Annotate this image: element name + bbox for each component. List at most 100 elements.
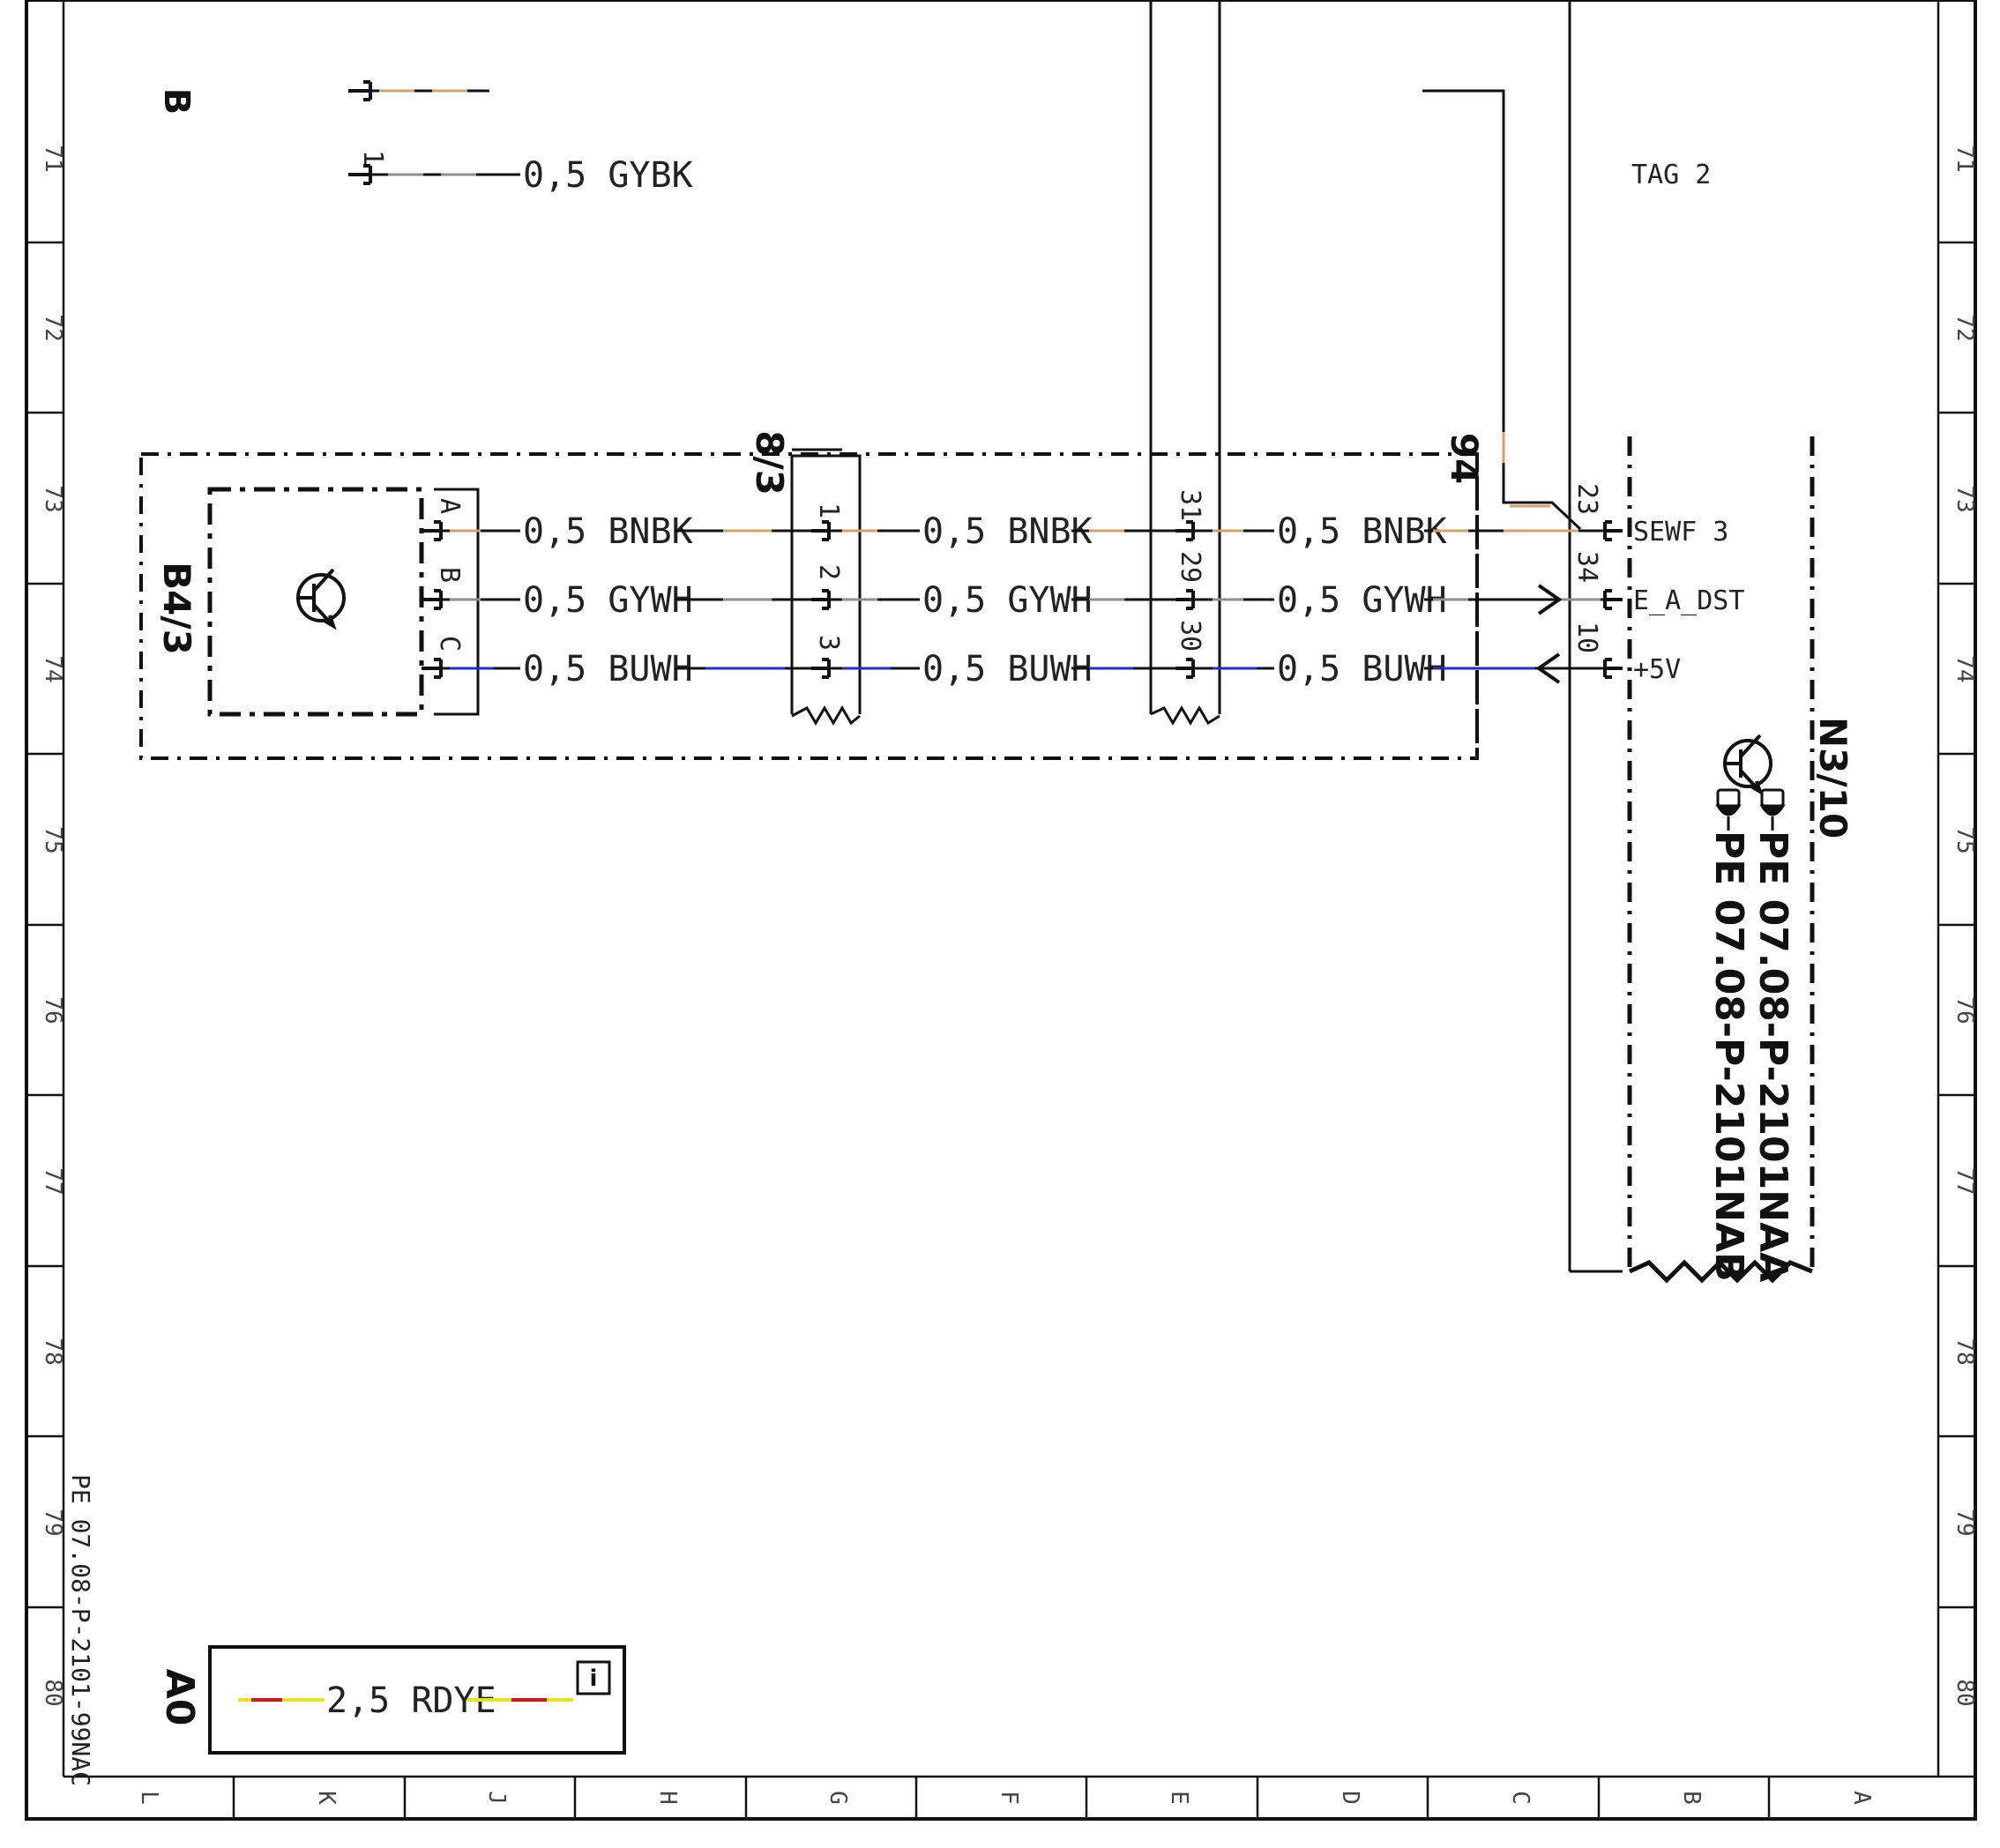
row-label-left: 72 xyxy=(40,314,66,341)
row-label-left: 80 xyxy=(40,1679,66,1706)
row-label-right: 79 xyxy=(1951,1509,1978,1536)
reference-code: PE 07.08-P-2101NAB xyxy=(1706,831,1751,1282)
connector-label: 8/3 xyxy=(748,430,791,496)
connector-plug-icon xyxy=(422,658,443,679)
column-label: B xyxy=(1678,1791,1705,1805)
sheet-reference: PE 07.08-P-2101-99NAC xyxy=(66,1474,95,1786)
wire-label: 0,5 GYWH xyxy=(523,580,693,621)
row-label-left: 73 xyxy=(40,485,66,512)
row-label-left: 74 xyxy=(40,655,66,682)
sewf-feed-wire xyxy=(1422,89,1582,531)
legend-box-label: A0 xyxy=(157,1669,202,1726)
column-label: H xyxy=(654,1791,681,1805)
row-label-right: 71 xyxy=(1951,145,1978,172)
sensor-body xyxy=(207,487,424,717)
pin-letter: C xyxy=(434,636,465,652)
transistor-sensor-icon xyxy=(296,568,346,630)
tag-label: TAG 2 xyxy=(1631,160,1711,190)
column-ruler-labels: L K J H G F E D C B A xyxy=(136,1791,1875,1805)
control-unit-label: N3/10 xyxy=(1811,717,1854,838)
row-label-left: 71 xyxy=(40,145,66,172)
transistor-sensor-icon xyxy=(1723,734,1772,796)
column-ruler-ticks xyxy=(232,1777,1771,1819)
sensor-housing-outline xyxy=(139,452,1479,760)
connector-plug-icon xyxy=(811,589,831,610)
section-letter: B xyxy=(156,88,197,116)
connector-e-housing-break xyxy=(1150,705,1220,726)
signal-name: E_A_DST xyxy=(1633,585,1744,616)
signal-name: +5V xyxy=(1633,654,1681,685)
wire-label: 0,5 BUWH xyxy=(922,649,1093,689)
connector-plug-icon xyxy=(811,520,831,541)
column-label: D xyxy=(1337,1791,1363,1805)
pin-letter: B xyxy=(434,567,465,583)
pin-number: 31 xyxy=(1175,489,1205,521)
pin-number: 23 xyxy=(1571,483,1602,515)
column-label: G xyxy=(825,1791,851,1805)
column-label: C xyxy=(1507,1791,1534,1805)
connector-plug-icon xyxy=(811,658,831,679)
row-label-right: 73 xyxy=(1951,485,1978,512)
connector-plug-icon xyxy=(422,589,443,610)
column-label: A xyxy=(1848,1791,1875,1805)
row-label-right: 74 xyxy=(1951,655,1978,682)
info-icon: i xyxy=(576,1660,611,1695)
pin-number: 1 xyxy=(813,503,844,518)
pin-letter: A xyxy=(434,498,465,514)
connector-label: 94 xyxy=(1443,433,1486,484)
wire-label: 0,5 BUWH xyxy=(1277,649,1447,689)
row-label-right: 77 xyxy=(1951,1167,1978,1195)
row-label-right: 78 xyxy=(1951,1338,1978,1365)
connector-plug-icon xyxy=(1603,520,1623,541)
column-label: J xyxy=(483,1791,510,1805)
harness-vertical-lines xyxy=(1149,0,1623,1273)
pointing-hand-icon xyxy=(1715,788,1742,831)
wire-label: 0,5 BNBK xyxy=(922,511,1093,552)
control-unit-outline xyxy=(1627,436,1815,1284)
connector-plug-icon xyxy=(1175,589,1195,610)
signal-name: SEWF 3 xyxy=(1633,517,1728,548)
connector-plug-icon xyxy=(348,164,372,185)
top-wire-2: 1 0,5 GYBK xyxy=(348,150,693,196)
column-label: K xyxy=(313,1791,340,1805)
row-label-right: 75 xyxy=(1951,826,1978,853)
column-label: F xyxy=(996,1791,1022,1805)
wire-label: 0,5 BNBK xyxy=(523,511,693,552)
frame xyxy=(25,0,1977,1821)
signal-row: A 0,5 BNBK 1 0,5 BNBK 31 0,5 BNBK 23 SEW… xyxy=(422,483,1728,552)
direction-arrow-icon xyxy=(1537,584,1563,615)
row-label-left: 76 xyxy=(40,996,66,1024)
wire-label: 0,5 BNBK xyxy=(1277,511,1447,552)
connector-plug-icon xyxy=(1175,520,1195,541)
wire-label: 0,5 GYBK xyxy=(523,155,693,196)
connector-plug-icon xyxy=(422,520,443,541)
row-ruler-labels: 71 71 72 72 73 73 74 74 75 75 76 76 77 7… xyxy=(40,145,1978,1706)
pin-number: 34 xyxy=(1571,551,1602,583)
reference-code: PE 07.08-P-2101NAA xyxy=(1750,831,1795,1282)
svg-text:i: i xyxy=(590,1665,598,1692)
connector-plug-icon xyxy=(348,80,372,101)
row-label-right: 76 xyxy=(1951,996,1978,1024)
row-label-left: 78 xyxy=(40,1338,66,1365)
pin-number: 3 xyxy=(813,635,844,651)
legend-box: 2,5 RDYE i xyxy=(208,1645,626,1755)
pointing-hand-icon xyxy=(1759,788,1786,831)
pin-number: 10 xyxy=(1571,622,1602,653)
connector-plug-icon xyxy=(1175,658,1195,679)
signal-row: C 0,5 BUWH 3 0,5 BUWH 30 0,5 BUWH 10 +5V xyxy=(422,620,1681,689)
signal-row: B 0,5 GYWH 2 0,5 GYWH 29 0,5 GYWH 34 E_A… xyxy=(422,551,1744,621)
wire-label: 0,5 GYWH xyxy=(922,580,1093,621)
row-label-right: 72 xyxy=(1951,314,1978,341)
row-label-left: 75 xyxy=(40,826,66,853)
pin-number: 30 xyxy=(1175,620,1205,652)
column-label: E xyxy=(1166,1791,1192,1805)
pin-number: 29 xyxy=(1175,551,1205,583)
row-label-left: 79 xyxy=(40,1509,66,1536)
row-label-left: 77 xyxy=(40,1167,66,1195)
row-ruler-ticks xyxy=(26,241,1975,1609)
connector-plug-icon xyxy=(1603,658,1623,679)
row-label-right: 80 xyxy=(1951,1679,1978,1706)
wire-label: 0,5 BUWH xyxy=(523,649,693,689)
top-wire-1 xyxy=(348,80,489,101)
